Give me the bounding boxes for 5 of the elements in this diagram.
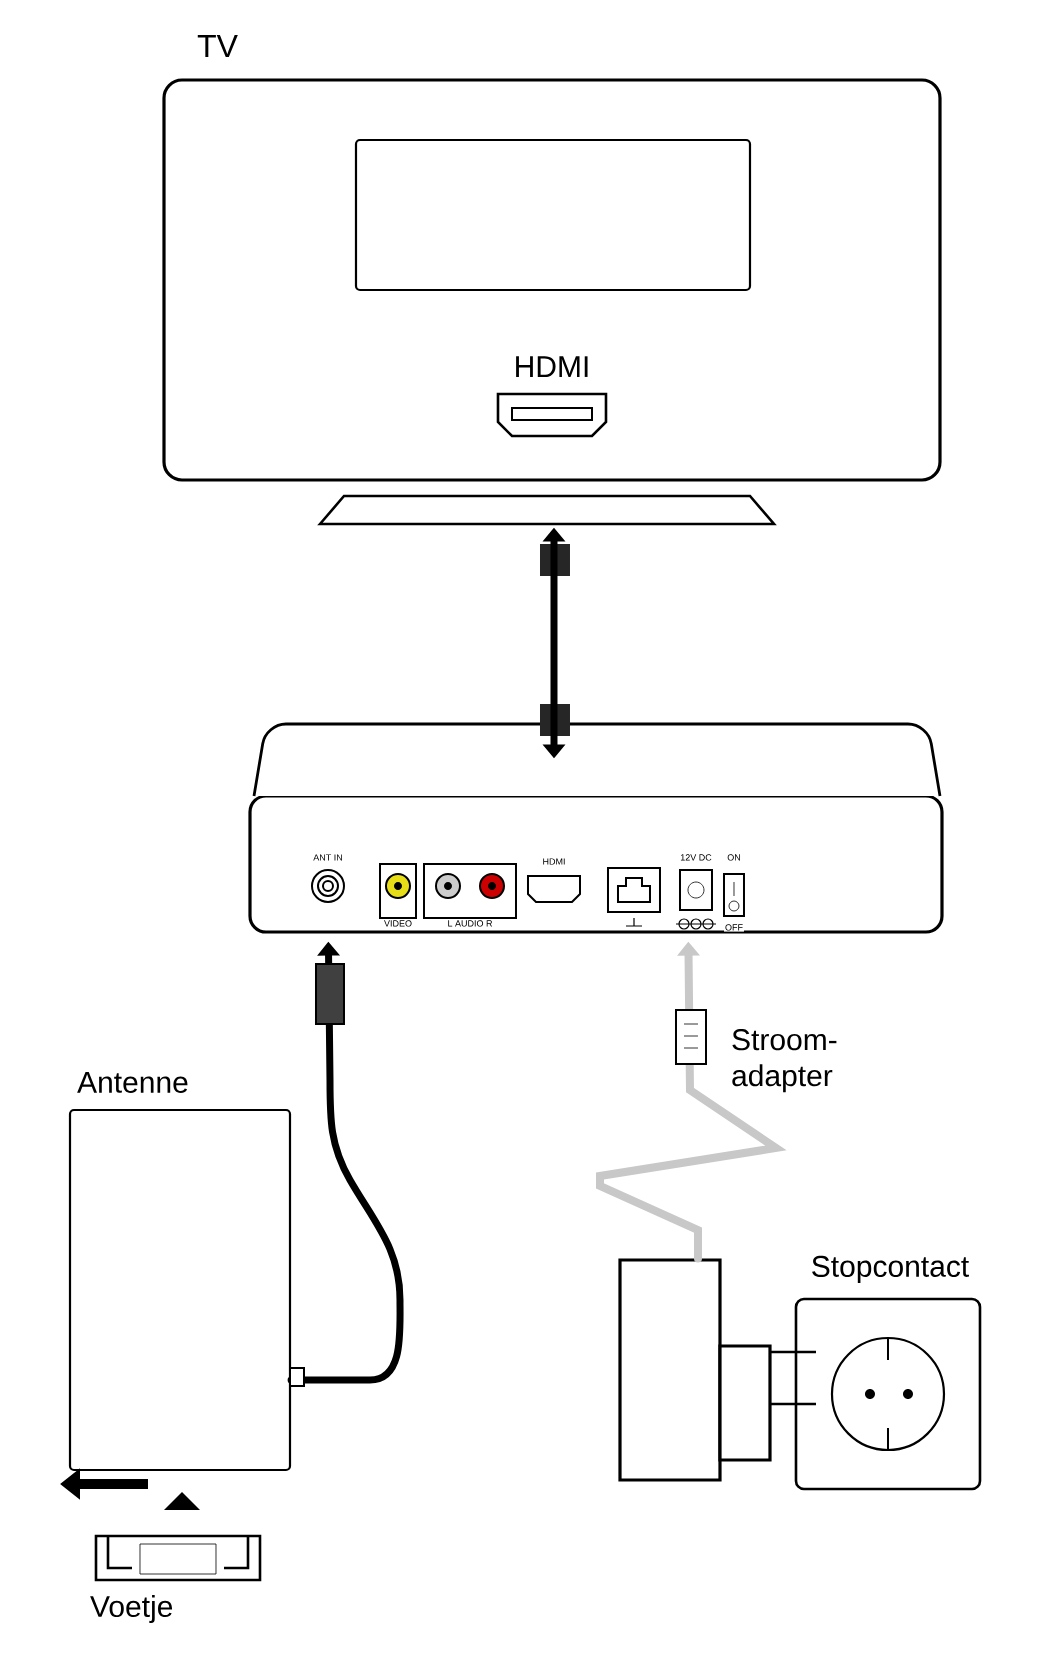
device-title: Stopcontact bbox=[812, 1255, 969, 1283]
caption: Voetje bbox=[90, 1595, 173, 1623]
caption: Stroom- adapter bbox=[732, 1029, 837, 1093]
device-title: TV bbox=[197, 34, 238, 57]
device-title: Antenne bbox=[77, 1072, 188, 1093]
